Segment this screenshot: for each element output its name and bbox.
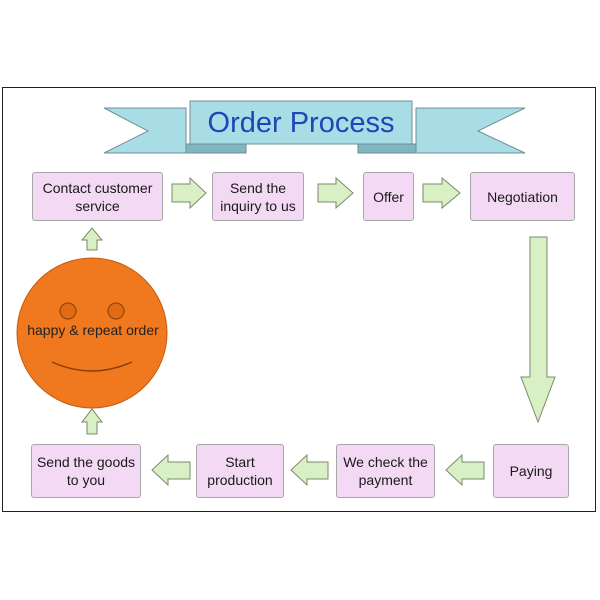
step-contact-customer-service: Contact customer service — [32, 172, 163, 221]
banner-right-tail — [415, 107, 526, 154]
banner-left-fold — [185, 143, 247, 154]
arrow-up-bottom — [80, 408, 104, 435]
smiley-face-icon — [16, 257, 168, 409]
arrow-left-2 — [290, 453, 329, 487]
step-negotiation: Negotiation — [470, 172, 575, 221]
arrow-down-large — [520, 236, 556, 424]
arrow-up-top — [80, 227, 104, 251]
face-left-eye — [59, 302, 77, 320]
face-circle — [16, 257, 168, 409]
step-start-production: Start production — [196, 444, 284, 498]
title-banner — [103, 100, 526, 154]
face-label: happy & repeat order — [27, 322, 159, 338]
arrow-right-1 — [171, 176, 207, 210]
arrow-right-2 — [317, 176, 354, 210]
step-send-inquiry: Send the inquiry to us — [212, 172, 304, 221]
face-smile — [51, 361, 133, 372]
arrow-right-3 — [422, 176, 461, 210]
page-title: Order Process — [207, 106, 395, 139]
banner-center — [189, 100, 413, 145]
banner-left-tail — [103, 107, 187, 154]
step-send-goods: Send the goods to you — [31, 444, 141, 498]
arrow-left-1 — [445, 453, 485, 487]
step-offer: Offer — [363, 172, 414, 221]
banner-right-fold — [357, 143, 417, 154]
arrow-left-3 — [151, 453, 191, 487]
step-check-payment: We check the payment — [336, 444, 435, 498]
step-paying: Paying — [493, 444, 569, 498]
face-right-eye — [107, 302, 125, 320]
